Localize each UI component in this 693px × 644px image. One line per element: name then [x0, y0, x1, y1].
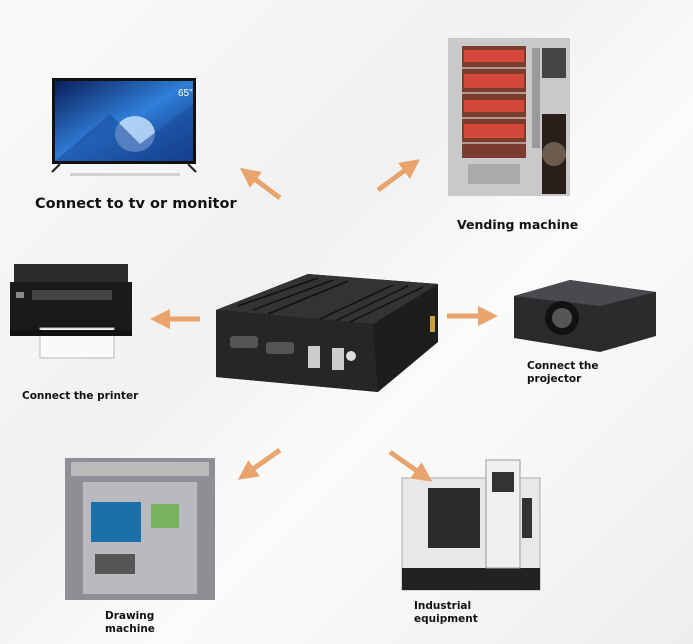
industrial-label: Industrial equipment [414, 600, 478, 626]
industrial-label-line2: equipment [414, 613, 478, 626]
arrow-to-atm [237, 447, 282, 480]
atm-label-line2: machine [105, 623, 155, 636]
vending-label: Vending machine [457, 217, 579, 232]
atm-label-line1: Drawing [105, 610, 155, 622]
atm-image [65, 458, 215, 600]
tv-image: 65" [50, 74, 198, 178]
tv-label: Connect to tv or monitor [35, 196, 237, 212]
printer-label: Connect the printer [22, 390, 139, 402]
projector-label: Connect the projector [527, 360, 599, 386]
arrow-to-tv [240, 168, 282, 200]
projector-label-line1: Connect the [527, 360, 599, 372]
arrow-to-vending [376, 159, 421, 193]
industrial-machine-image [400, 448, 542, 592]
industrial-label-line1: Industrial [414, 600, 472, 612]
atm-label: Drawing machine [105, 610, 155, 636]
projector-image [510, 278, 660, 354]
projector-label-line2: projector [527, 373, 582, 386]
mini-pc-image [208, 272, 443, 394]
tv-size-badge: 65" [178, 88, 193, 99]
arrow-to-industrial [388, 449, 433, 482]
vending-machine-image [448, 38, 570, 200]
printer-image [10, 262, 132, 362]
